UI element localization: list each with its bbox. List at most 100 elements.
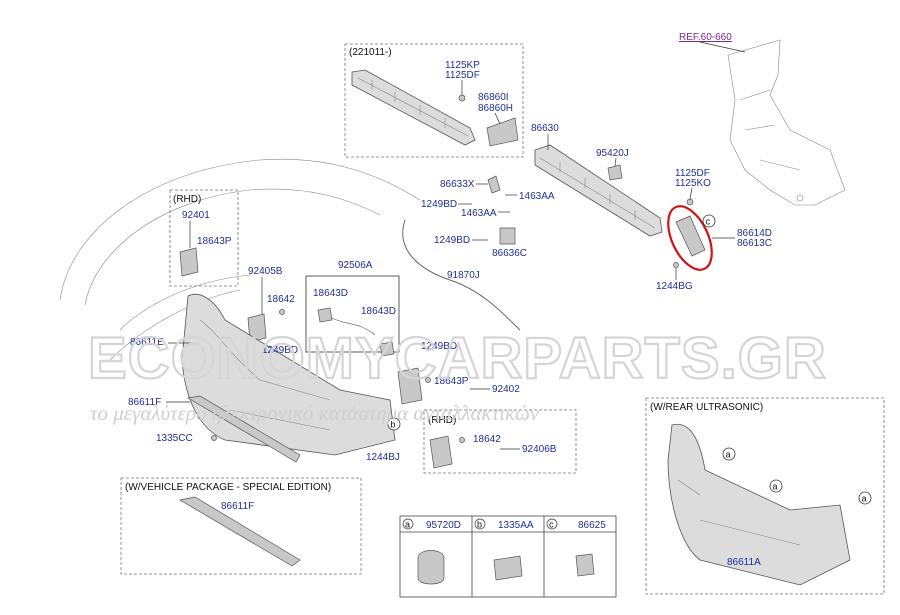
bulb-18642-part [279, 309, 285, 315]
label-86633X[interactable]: 86633X [440, 179, 475, 190]
label-86611F[interactable]: 86611F [128, 397, 161, 408]
label-1125KP[interactable]: 1125KP [445, 60, 480, 71]
label-92506A[interactable]: 92506A [338, 260, 373, 271]
callout-b-diagram [387, 417, 401, 431]
bulb-18642-b-part [459, 437, 465, 443]
legend-b-letter: b [477, 520, 482, 530]
sensor-95420J-part [607, 164, 623, 181]
watermark-brand: ECONOMYCARPARTS.GR [88, 326, 827, 391]
clip-86633X-part [487, 175, 501, 194]
highlighted-bracket-part [667, 205, 713, 271]
box-221011-label: (221011-) [349, 47, 392, 58]
callout-a-2-letter: a [773, 482, 778, 492]
nut-1335AA-part [493, 555, 523, 581]
callout-b-letter: b [391, 420, 396, 430]
box-rear-ultrasonic-label: (W/REAR ULTRASONIC) [650, 402, 763, 413]
sensor-95720D-part [417, 550, 445, 585]
box-rhd-center [423, 409, 577, 474]
highlight-ellipse [667, 205, 713, 271]
label-1463AA-a[interactable]: 1463AA [519, 191, 555, 202]
legend-a-letter: a [405, 520, 410, 530]
label-1244BJ[interactable]: 1244BJ [366, 452, 400, 463]
top-bracket-part [486, 117, 519, 147]
label-92402[interactable]: 92402 [492, 384, 520, 395]
box-rhd-left [169, 189, 239, 287]
callout-a-1 [722, 447, 736, 461]
callout-a-1-letter: a [726, 450, 731, 460]
box-special-edition-label: (W/VEHICLE PACKAGE - SPECIAL EDITION) [125, 482, 331, 493]
legend-a-part[interactable]: 95720D [426, 520, 461, 531]
bracket-86636C-part [499, 227, 516, 245]
lamp-92406B-part [429, 435, 453, 469]
label-1125DF[interactable]: 1125DF [675, 168, 710, 179]
legend-table: a 95720D b 1335AA c 86625 [399, 515, 617, 598]
label-1463AA-b[interactable]: 1463AA [461, 208, 497, 219]
label-1125KO[interactable]: 1125KO [675, 178, 711, 189]
label-86611F-b[interactable]: 86611F [221, 501, 254, 512]
label-86613C[interactable]: 86613C [737, 238, 772, 249]
label-1249BD-c[interactable]: 1249BD [262, 345, 298, 356]
label-18643P-a[interactable]: 18643P [197, 236, 232, 247]
watermark-tagline: το μεγαλύτερο ηλεκτρονικό κατάστημα αντα… [90, 401, 540, 425]
bolt-1244BG-part [673, 262, 679, 268]
bolt-1125DF-part [686, 198, 694, 206]
callout-c-letter: c [706, 217, 711, 227]
label-1125DF-top[interactable]: 1125DF [445, 70, 480, 81]
label-1249BD-b[interactable]: 1249BD [434, 235, 470, 246]
label-1249BD-a[interactable]: 1249BD [421, 199, 457, 210]
label-92401[interactable]: 92401 [182, 210, 210, 221]
callout-c-diagram [702, 214, 716, 228]
label-1335CC[interactable]: 1335CC [156, 433, 193, 444]
label-1249BD-d[interactable]: 1249BD [421, 341, 457, 352]
wiring-harness-part [402, 219, 521, 331]
clip-86625-part [575, 553, 595, 577]
label-86636C[interactable]: 86636C [492, 248, 527, 259]
box-rhd-left-label: (RHD) [173, 194, 201, 205]
callout-a-3 [858, 491, 872, 505]
socket-a-part [317, 307, 333, 323]
top-beam-part [351, 69, 476, 146]
box-rhd-center-label: (RHD) [428, 415, 456, 426]
label-18642-a[interactable]: 18642 [267, 294, 295, 305]
box-special-edition [120, 477, 362, 575]
callout-a-3-letter: a [862, 494, 867, 504]
bulb-18643P-part [425, 377, 431, 383]
body-panel-ref [727, 39, 846, 206]
lamp-92401-part [179, 247, 199, 277]
rear-bumper-ultrasonic-part [667, 423, 851, 586]
label-18642-b[interactable]: 18642 [473, 434, 501, 445]
label-86860I[interactable]: 86860I [478, 92, 509, 103]
label-92405B[interactable]: 92405B [248, 266, 283, 277]
lamp-92402-part [397, 367, 423, 405]
diffuser-special-part [179, 496, 301, 567]
label-86614D[interactable]: 86614D [737, 228, 772, 239]
rear-bumper-part [181, 294, 396, 456]
legend-b-part[interactable]: 1335AA [498, 520, 534, 531]
box-rear-ultrasonic [645, 397, 885, 595]
label-18643P-b[interactable]: 18643P [434, 376, 469, 387]
legend-c-part[interactable]: 86625 [578, 520, 606, 531]
legend-c-letter: c [549, 520, 554, 530]
label-86860H[interactable]: 86860H [478, 103, 513, 114]
label-18643D-a[interactable]: 18643D [313, 288, 348, 299]
ref-label[interactable]: REF.60-660 [679, 32, 732, 43]
box-92506A [305, 275, 400, 353]
background-car-outline [59, 159, 421, 361]
label-86630[interactable]: 86630 [531, 123, 559, 134]
label-86611E[interactable]: 86611E [130, 337, 164, 348]
label-92406B[interactable]: 92406B [522, 444, 557, 455]
clip-1335CC-part [211, 435, 217, 441]
callout-a-2 [769, 479, 783, 493]
diffuser-86611F-part [186, 395, 301, 463]
socket-b-part [379, 341, 395, 357]
rear-beam-part [534, 144, 663, 237]
label-1244BG[interactable]: 1244BG [656, 281, 693, 292]
box-221011 [344, 43, 524, 158]
label-91870J[interactable]: 91870J [447, 270, 480, 281]
label-86611A[interactable]: 86611A [727, 557, 761, 568]
label-18643D-b[interactable]: 18643D [361, 306, 396, 317]
lamp-92405B-part [247, 313, 267, 343]
label-95420J[interactable]: 95420J [596, 148, 629, 159]
